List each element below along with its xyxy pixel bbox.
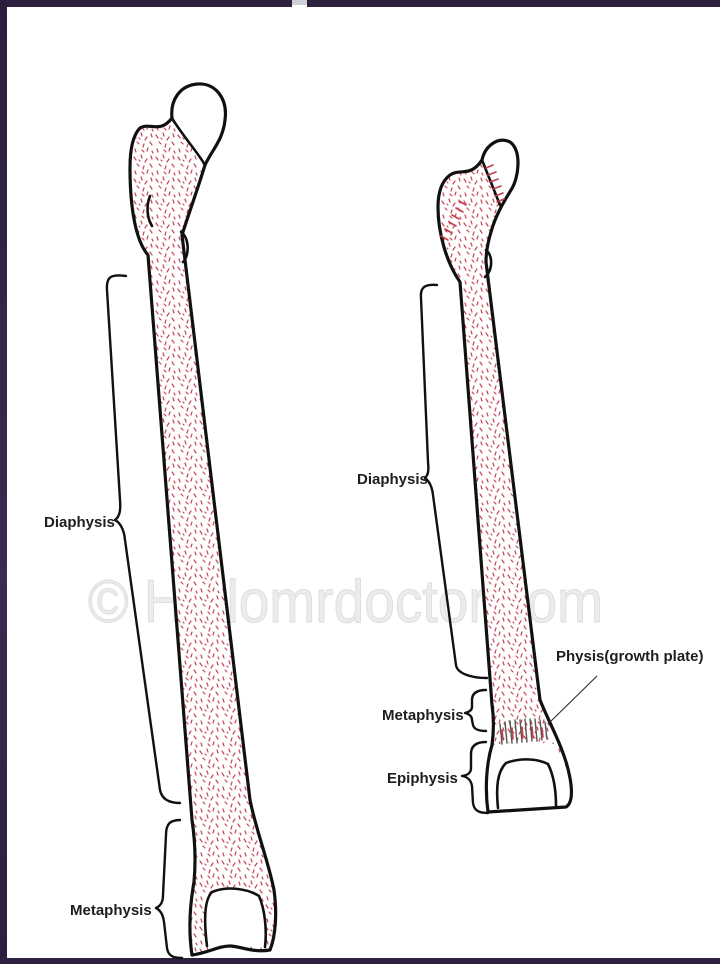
physis-leader-line (548, 676, 597, 724)
left-femur (130, 84, 276, 955)
right-diaphysis-label: Diaphysis (357, 471, 428, 488)
left-metaphysis-label: Metaphysis (70, 902, 152, 919)
left-diaphysis-label: Diaphysis (44, 514, 115, 531)
left-femur-marrow (130, 84, 276, 955)
right-epiphysis-label: Epiphysis (387, 770, 458, 787)
left-femur-notch-fill (205, 889, 266, 947)
right-metaphysis-brace (465, 690, 486, 731)
left-metaphysis-brace (156, 820, 182, 958)
right-epiphysis-brace (462, 742, 488, 813)
right-metaphysis-label: Metaphysis (382, 707, 464, 724)
physis-label: Physis(growth plate) (556, 648, 704, 665)
